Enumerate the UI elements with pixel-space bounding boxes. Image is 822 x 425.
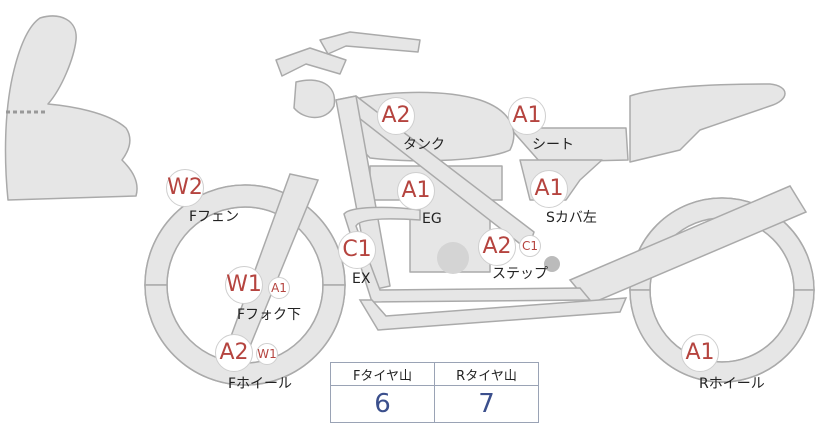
front-fork-label: Fフォク下 [237, 307, 302, 323]
front-cowl-shape [4, 15, 138, 201]
front-fender-label: Fフェン [189, 209, 240, 225]
front-fork-sub-grade-marker: A1 [268, 277, 290, 299]
front-wheel-label: Fホイール [228, 376, 293, 392]
side-cover-label: Sカバ左 [546, 210, 597, 226]
rear-tire-header: Rタイヤ山 [434, 362, 539, 386]
seat-grade-marker: A1 [508, 97, 546, 135]
front-wheel-sub-grade-marker: W1 [256, 343, 278, 365]
headlight-shape [293, 79, 336, 119]
frame-down-shape [335, 95, 391, 291]
front-tire-band-bottom [144, 284, 346, 386]
rear-wheel-label: Rホイール [699, 376, 765, 392]
front-tire-header: Fタイヤ山 [330, 362, 435, 386]
tank-grade-marker: A2 [377, 97, 415, 135]
tank-label: タンク [403, 137, 445, 153]
engine-bolt [437, 242, 469, 274]
seat-shape [509, 127, 629, 163]
tire-tread-table: Fタイヤ山 Rタイヤ山 6 7 [330, 362, 539, 423]
swing-arm-shape [568, 185, 808, 305]
step-sub-grade-marker: C1 [519, 235, 541, 257]
engine-grade-marker: A1 [397, 172, 435, 210]
handlebar-shape [275, 47, 347, 77]
side-cover-grade-marker: A1 [530, 170, 568, 208]
front-fork-grade-marker: W1 [225, 266, 263, 304]
engine-label: EG [422, 211, 442, 227]
top-bracket-shape [319, 31, 421, 55]
front-tire-value: 6 [330, 385, 435, 423]
exhaust-label: EX [352, 271, 371, 287]
exhaust-pipe-lower [358, 297, 628, 331]
rear-cowl-shape [629, 83, 786, 163]
exhaust-grade-marker: C1 [338, 231, 376, 269]
step-grade-marker: A2 [478, 228, 516, 266]
front-fender-grade-marker: W2 [166, 169, 204, 207]
seat-label: シート [532, 137, 574, 153]
front-wheel-grade-marker: A2 [215, 334, 253, 372]
tire-table-header-row: Fタイヤ山 Rタイヤ山 [330, 362, 539, 386]
step-knob [544, 256, 560, 272]
rear-wheel-grade-marker: A1 [681, 334, 719, 372]
tire-table-value-row: 6 7 [330, 385, 539, 423]
rear-tire-value: 7 [434, 385, 539, 423]
rear-tire-band-bottom [629, 289, 815, 383]
step-label: ステップ [492, 266, 548, 282]
